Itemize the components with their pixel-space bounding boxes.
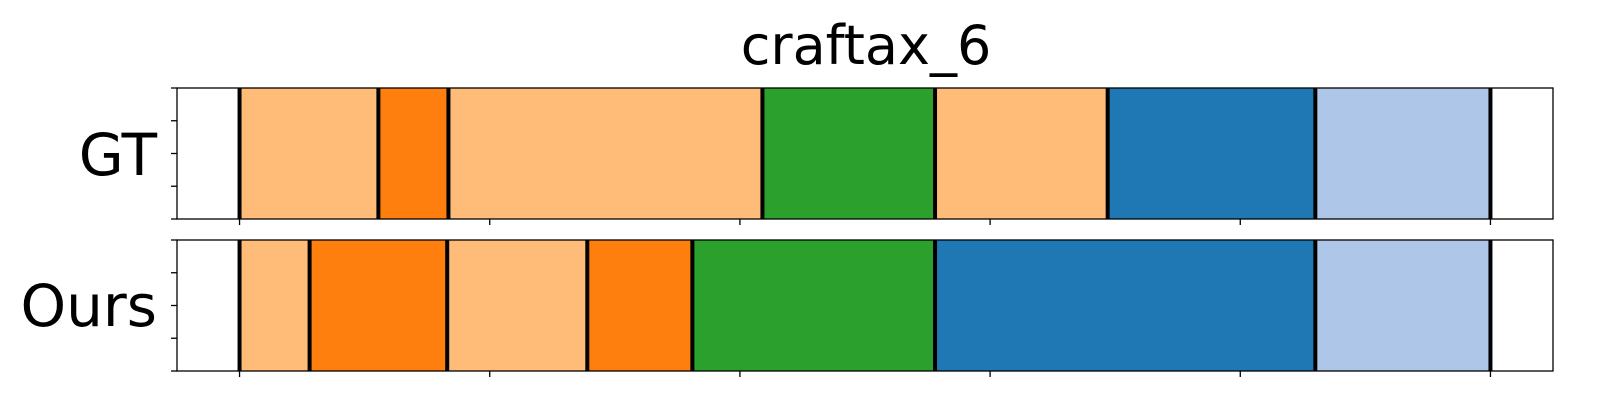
row-gt	[171, 87, 1554, 225]
segment-0-1	[378, 88, 449, 219]
segment-1-6	[1315, 240, 1491, 371]
segment-1-5	[935, 240, 1316, 371]
chart-title: craftax_6	[741, 14, 992, 77]
segment-0-6	[1315, 88, 1491, 219]
segment-0-2	[448, 88, 763, 219]
segment-0-3	[762, 88, 936, 219]
segment-1-0	[239, 240, 310, 371]
segment-0-0	[239, 88, 379, 219]
row-label-gt: GT	[79, 121, 158, 189]
row-label-ours: Ours	[21, 272, 157, 340]
segment-0-4	[935, 88, 1108, 219]
segment-1-1	[309, 240, 448, 371]
segment-1-3	[587, 240, 693, 371]
row-ours	[171, 239, 1554, 377]
segment-0-5	[1107, 88, 1316, 219]
segment-1-2	[447, 240, 588, 371]
segment-1-4	[692, 240, 936, 371]
